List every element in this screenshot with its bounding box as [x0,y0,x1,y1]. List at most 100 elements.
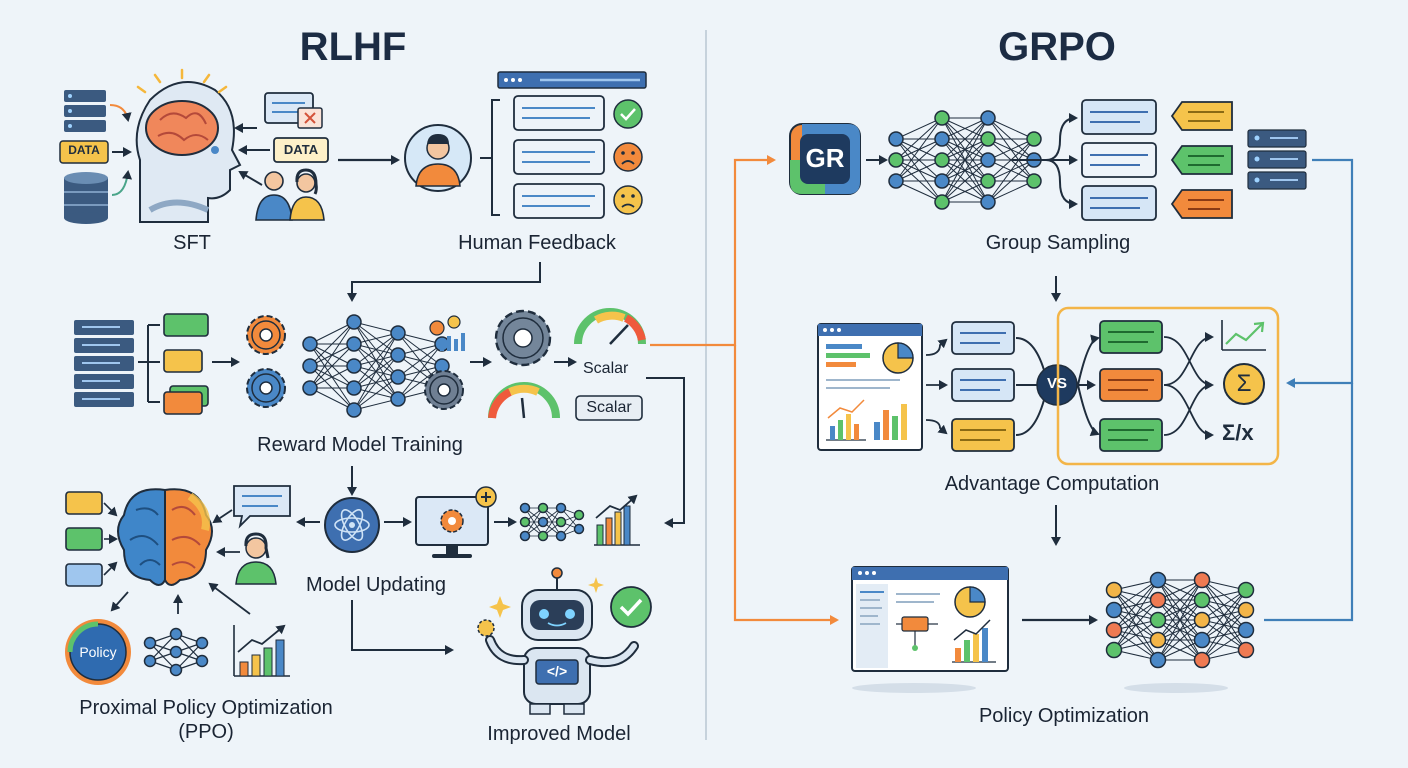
network-node [934,152,950,168]
scalar-label: Scalar [583,360,629,377]
network-node [1149,571,1167,589]
monitor-gear-icon [415,486,497,558]
chat-bubble-icon [233,485,291,529]
network-node [519,502,531,514]
network-node [980,194,996,210]
person-icon [235,532,277,585]
network-node [980,131,996,147]
network-node [555,516,567,528]
network-node [1193,651,1211,669]
neural-network-icon [888,110,1042,210]
gr-badge-icon [789,123,861,195]
network-node [302,380,318,396]
sum-ratio-glyph: Σ/x [1222,420,1254,445]
network-node [390,325,406,341]
network-node [1193,571,1211,589]
chat-bubble-icon [264,92,323,129]
policy-optimization-cluster [851,566,1255,693]
grpo-title: GRPO [998,25,1116,69]
reward-model-cluster [74,308,646,421]
browser-window-icon [497,71,647,89]
check-icon [613,99,643,129]
model-updating-cluster [296,486,640,558]
sad-face-icon [613,142,643,172]
trend-chart-icon [1221,320,1266,351]
human-feedback-cluster [404,71,647,219]
network-node [1149,591,1167,609]
growth-chart-icon [594,494,640,546]
network-node [302,358,318,374]
server-stack-icon [64,90,106,132]
network-node [346,358,362,374]
advantage-computation-label: Advantage Computation [944,473,1160,495]
network-node [934,194,950,210]
network-node [555,530,567,542]
network-node [302,336,318,352]
network-node [888,131,904,147]
network-node [980,173,996,189]
network-node [1026,131,1042,147]
gauge-icon [574,308,646,345]
network-node [169,645,183,659]
network-node [1105,581,1123,599]
group-sampling-label: Group Sampling [985,232,1131,254]
people-icon [255,168,325,221]
gauge-icon [488,382,560,419]
network-node [1193,631,1211,649]
network-node [1193,611,1211,629]
sigma-glyph: Σ [1236,370,1252,397]
improved-model-label: Improved Model [487,723,631,745]
network-node [1237,581,1255,599]
check-icon [610,586,652,628]
user-avatar-icon [404,124,472,192]
rlhf-title: RLHF [299,25,407,69]
gear-icon [424,370,464,410]
frown-face-icon [613,185,643,215]
network-node [573,523,585,535]
code-glyph: </> [546,663,568,679]
network-node [980,110,996,126]
gear-icon [246,315,286,355]
robot-icon [477,567,639,715]
reward-model-training-label: Reward Model Training [257,434,463,456]
neural-network-icon [302,314,450,418]
network-node [888,173,904,189]
atom-icon [324,497,380,553]
network-node [1149,631,1167,649]
ppo-cluster [65,485,291,685]
data-tag: DATA [68,143,100,157]
network-node [934,173,950,189]
network-node [390,369,406,385]
network-node [169,627,183,641]
small-gears-chart-icon [429,315,465,351]
brain-icon [117,488,213,586]
network-node [519,516,531,528]
network-node [519,530,531,542]
network-node [934,131,950,147]
network-node [346,380,362,396]
neural-network-icon [1105,571,1255,669]
network-node [1237,601,1255,619]
network-node [1237,621,1255,639]
network-node [195,654,209,668]
sft-cluster [59,68,329,224]
ppo-label-line1: Proximal Policy Optimization [79,697,333,719]
network-node [346,402,362,418]
model-updating-label: Model Updating [305,574,447,596]
network-node [1026,173,1042,189]
network-node [390,347,406,363]
network-node [143,654,157,668]
network-node [537,516,549,528]
database-icon [64,172,108,224]
ppo-label-line2: (PPO) [178,721,234,743]
network-node [346,314,362,330]
network-node [1105,621,1123,639]
advantage-cluster [817,306,1280,466]
data-tag: DATA [283,142,319,157]
network-node [1105,641,1123,659]
network-node [980,152,996,168]
network-node [888,152,904,168]
network-node [195,636,209,650]
ai-head-brain-icon [135,81,242,223]
